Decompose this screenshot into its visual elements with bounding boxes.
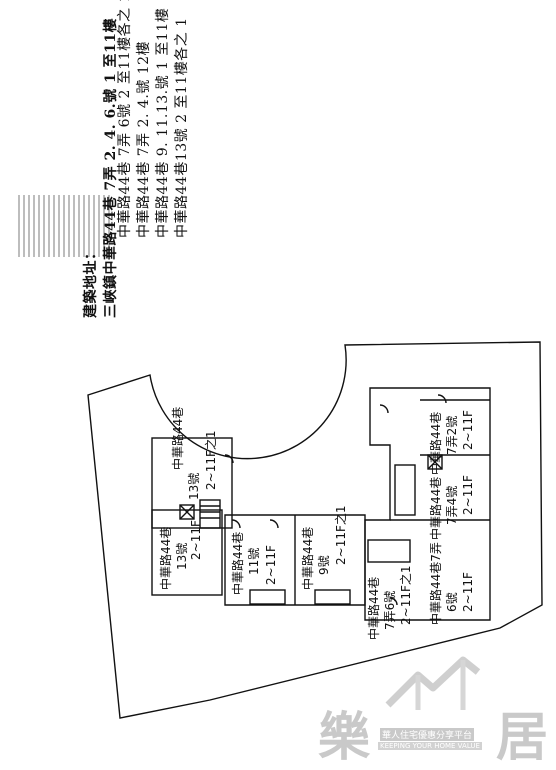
unit-label-4-no: 9號 [317,555,331,575]
watermark-brand-char-2: 居 [496,707,549,768]
unit-label-6-road: 中華路44巷 [428,412,443,475]
unit-label-6-no: 7弄2號 [445,416,459,455]
unit-label-2-road: 中華路44巷 [158,527,173,590]
watermark-slogan: KEEPING YOUR HOME VALUE [378,742,482,750]
unit-label-1-no: 13號 [187,473,201,500]
watermark-logo-icon [385,656,481,710]
unit-label-8-no: 6號 [445,592,459,612]
unit-label-4-floors: 2~11F之1 [334,506,348,566]
unit-label-2-floors: 2~11F [189,520,203,560]
unit-label-1-floors: 2~11F之1 [204,431,218,491]
watermark-brand-char-1: 樂 [318,707,371,768]
unit-label-8-floors: 2~11F [461,572,475,612]
unit-label-7-no: 7弄4號 [445,486,459,525]
watermark: 樂 居 樂居 華人住宅優惠分享平台 KEEPING YOUR HOME VALU… [318,650,554,768]
unit-label-5-road: 中華路44巷 [366,577,381,640]
unit-label-2-no: 13號 [175,543,189,570]
unit-label-4-road: 中華路44巷 [300,527,315,590]
unit-label-1-road: 中華路44巷 [170,407,185,470]
unit-label-3-no: 11號 [247,548,261,575]
unit-label-3-road: 中華路44巷 [230,532,245,595]
building-block-d [364,387,491,621]
unit-label-8-road: 中華路44巷7弄 [428,542,443,625]
unit-label-7-road: 中華路44巷 [428,477,443,540]
watermark-tagline: 華人住宅優惠分享平台 [380,728,475,741]
scan-stamp-mark [18,195,113,257]
lot-boundary [87,341,543,719]
unit-label-3-floors: 2~11F [264,545,278,585]
unit-label-5-no: 7弄6號 [383,591,397,630]
unit-label-6-floors: 2~11F [461,410,475,450]
unit-label-5-floors: 2~11F之1 [399,566,413,626]
building-block-b [151,509,223,596]
unit-label-7-floors: 2~11F [461,475,475,515]
building-block-a [151,437,233,529]
